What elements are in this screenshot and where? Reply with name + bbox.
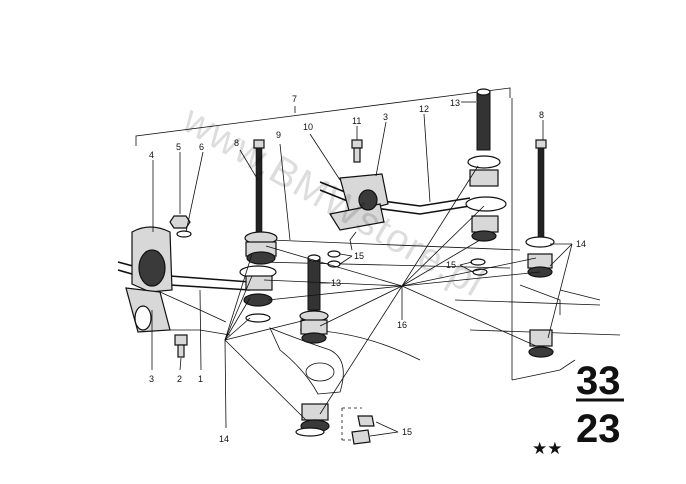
leader-lines-16 [263, 165, 541, 415]
callout-8-right: 8 [539, 110, 544, 120]
callout-1: 1 [198, 374, 203, 384]
callout-13-top: 13 [450, 98, 460, 108]
callout-16: 16 [397, 320, 407, 330]
callout-6: 6 [199, 142, 204, 152]
bushing-stack-right-top [465, 155, 507, 242]
leader-lines-14 [224, 243, 573, 429]
leader-lines-15 [339, 253, 474, 437]
bushing-stack-bottom [295, 403, 330, 437]
group-code-bottom: 23 [576, 407, 621, 451]
control-arm [269, 327, 421, 395]
callout-9: 9 [276, 130, 281, 140]
callout-2: 2 [177, 374, 182, 384]
long-bolt-right [535, 139, 547, 241]
bolt-11 [351, 139, 363, 163]
bushing-stack-right-bottom [525, 236, 555, 358]
callout-14-right: 14 [576, 239, 586, 249]
callout-10: 10 [303, 122, 313, 132]
callout-15-center: 15 [354, 251, 364, 261]
callout-12: 12 [419, 104, 429, 114]
bar-clamp [329, 173, 389, 251]
callout-15-right: 15 [446, 260, 456, 270]
callout-14-bottom: 14 [219, 434, 229, 444]
rating-stars: ★★ [532, 439, 562, 459]
nuts-15-bottom [351, 415, 375, 445]
nut-and-washer [169, 215, 192, 238]
callout-15-bottom: 15 [402, 427, 412, 437]
bushing-stack-left [239, 231, 278, 323]
callout-3-bottom: 3 [149, 374, 154, 384]
left-bracket-housing [125, 226, 231, 336]
callout-8-left: 8 [234, 138, 239, 148]
group-code: 33 23 ★★ [532, 359, 624, 459]
bushing-stack-middle [299, 310, 329, 344]
bolt-2 [174, 334, 188, 358]
group-bracket-7 [135, 87, 511, 146]
dashed-box [341, 407, 362, 441]
callout-7: 7 [292, 94, 297, 104]
callout-13-middle: 13 [331, 278, 341, 288]
callout-11: 11 [352, 116, 361, 126]
callout-3-top: 3 [383, 112, 388, 122]
callout-labels: 7 4 5 6 8 9 10 11 3 12 13 8 14 15 15 13 … [149, 94, 586, 444]
group-code-top: 33 [576, 359, 621, 403]
sleeve-top [476, 88, 491, 151]
callout-5: 5 [176, 142, 181, 152]
callout-4: 4 [149, 150, 154, 160]
leader-lines-other [151, 101, 544, 371]
